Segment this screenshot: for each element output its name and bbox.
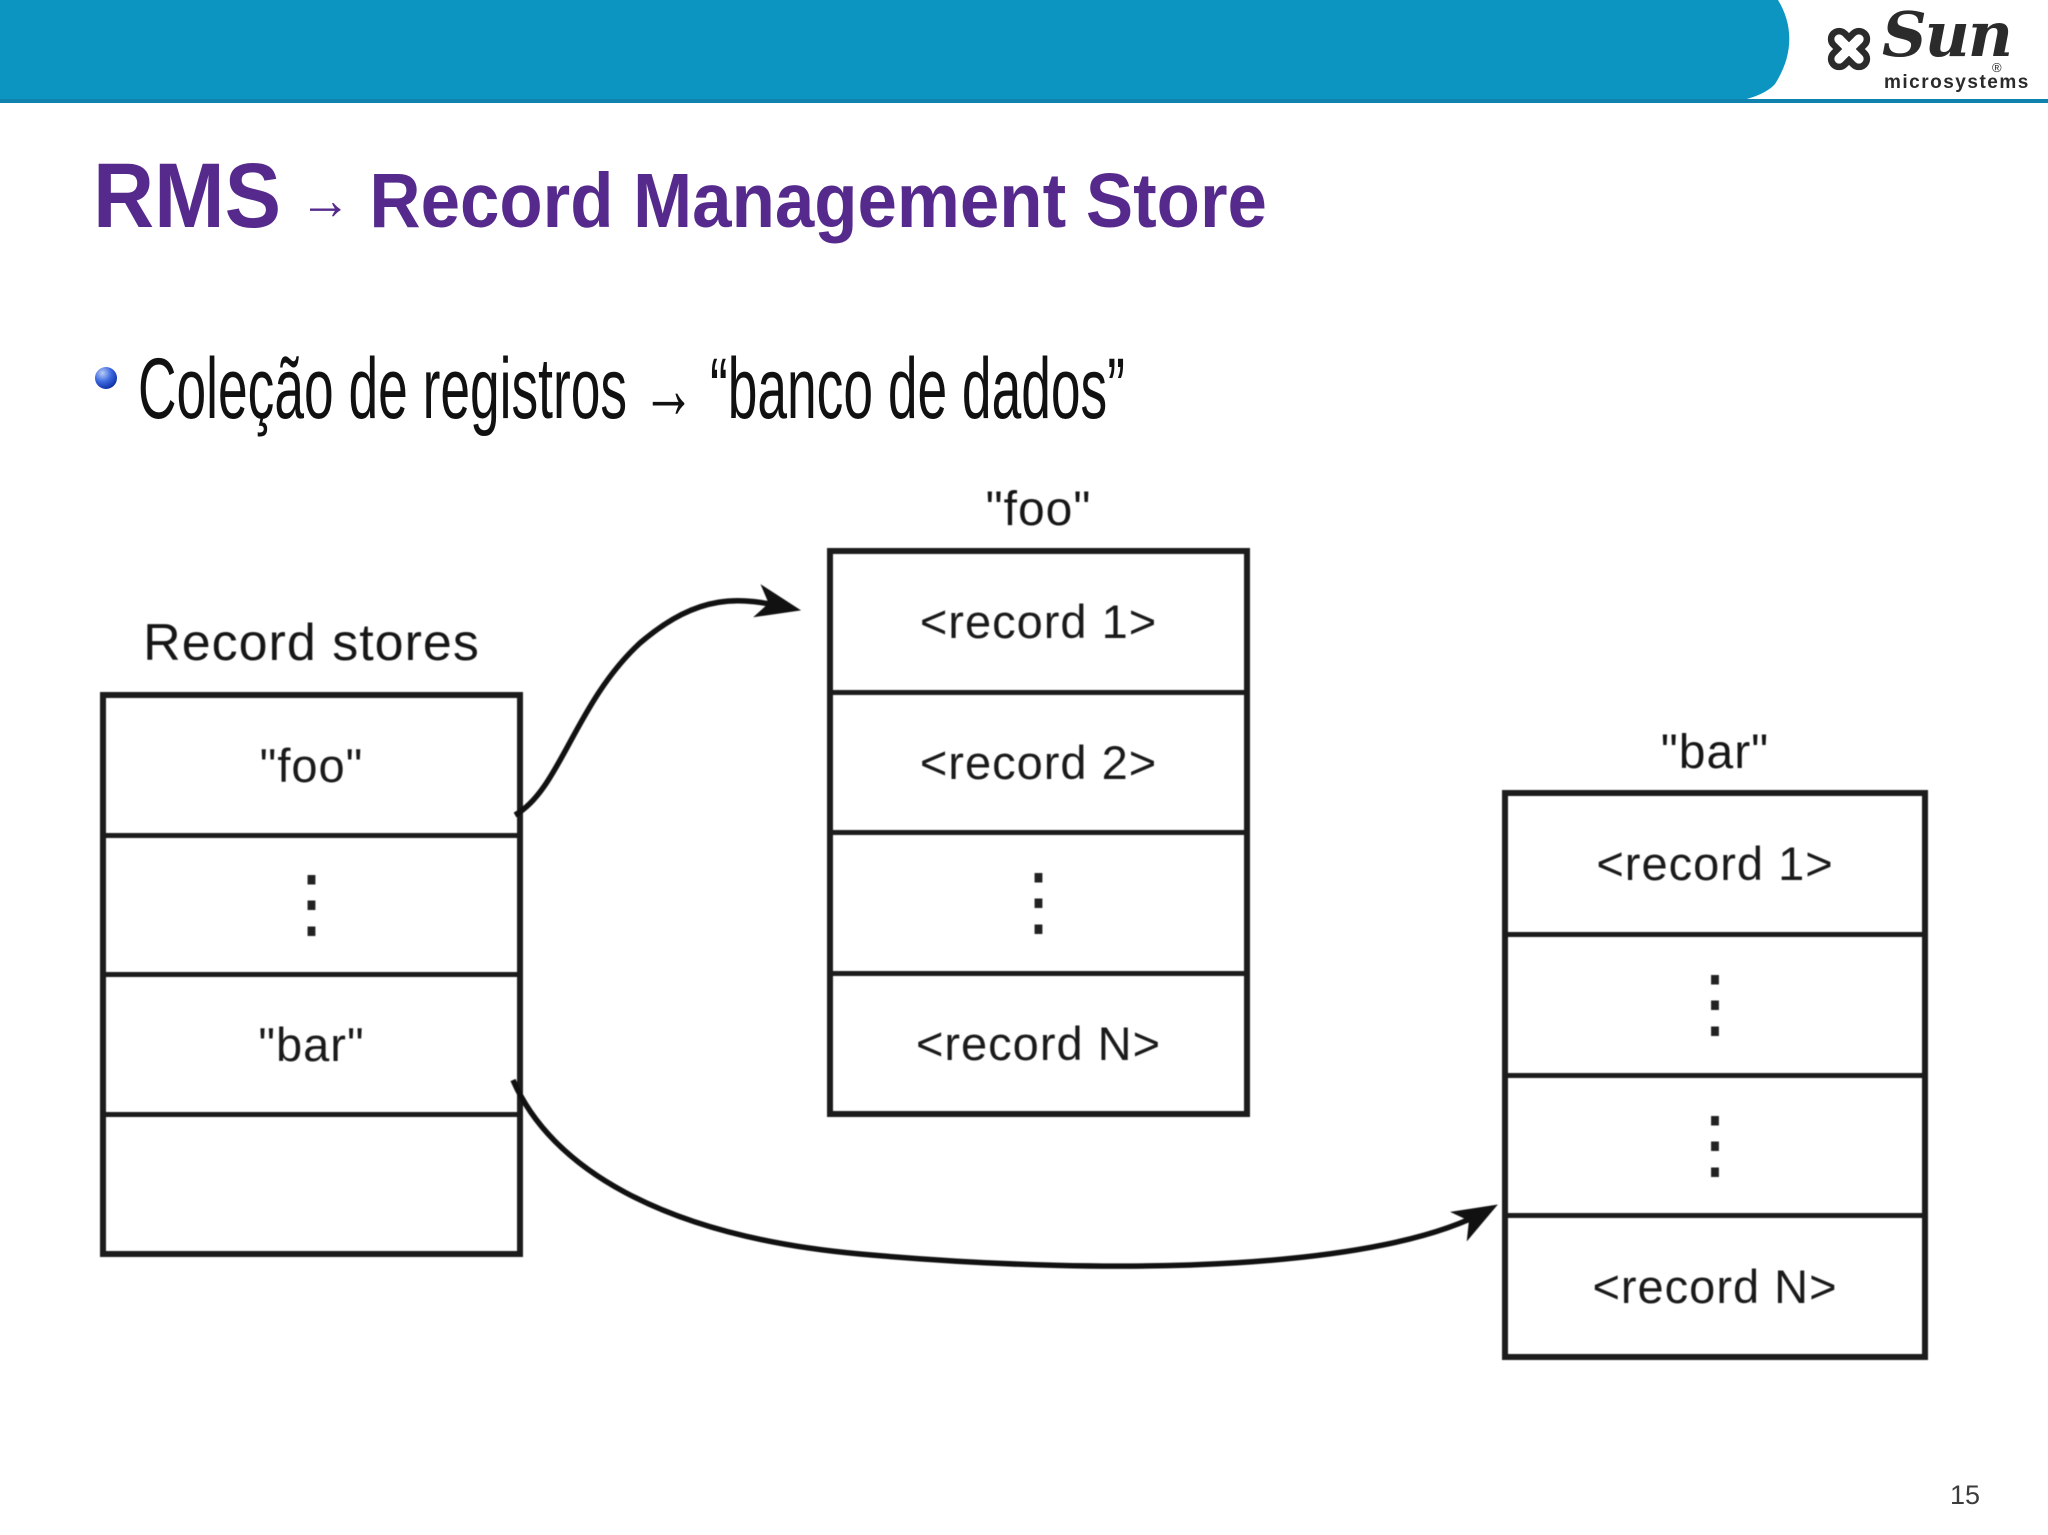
header-wave-shape [1728,0,2048,103]
bar-store-row-n: <record N> [1508,1213,1922,1354]
title-acronym: RMS [93,145,282,247]
header-bar: Sun ® microsystems [0,0,2048,103]
sun-logo-subtitle: microsystems [1884,72,2030,93]
title-text: Record Management Store [369,158,1267,244]
foo-store-row-ellipsis: ⋮ [833,830,1244,971]
record-stores-label: Record stores [143,614,480,672]
record-stores-row-foo: "foo" [259,738,364,792]
rms-diagram: Record stores "foo" ⋮ "bar" "foo" <recor… [0,440,2048,1420]
bar-store-label: "bar" [1660,726,1770,779]
sun-logo-registered-mark: ® [1992,60,2002,75]
title-arrow-icon: → [299,168,352,231]
foo-store-row-n: <record N> [833,970,1244,1112]
record-stores-row-bar: "bar" [106,972,517,1112]
bar-store-row-1: <record 1> [1596,837,1834,891]
record-stores-row-ellipsis: ⋮ [106,832,517,973]
foo-store-table: <record 1> <record 2> ⋮ <record N> [827,548,1250,1117]
sun-glyph-icon [1827,27,1871,71]
bar-store-row-ellipsis-1: ⋮ [1508,931,1922,1073]
record-stores-table: "foo" ⋮ "bar" [100,692,523,1257]
sun-logo: Sun ® microsystems [1810,4,2040,100]
sun-logo-wordmark: Sun [1882,0,2013,71]
bullet-text: Coleção de registros → “banco de dados” [138,341,1125,437]
page-title: RMS → Record Management Store [93,150,1267,242]
bar-store-table: <record 1> ⋮ ⋮ <record N> [1502,790,1928,1360]
bar-store-row-ellipsis-2: ⋮ [1508,1072,1922,1214]
arrow-foo-to-table [513,584,802,818]
page-number: 15 [1950,1480,1981,1510]
record-stores-row-empty [106,1111,517,1252]
foo-store-row-1: <record 1> [919,595,1158,649]
foo-store-row-2: <record 2> [833,689,1244,831]
bullet-sphere-icon [95,367,117,389]
foo-store-label: "foo" [985,483,1092,536]
